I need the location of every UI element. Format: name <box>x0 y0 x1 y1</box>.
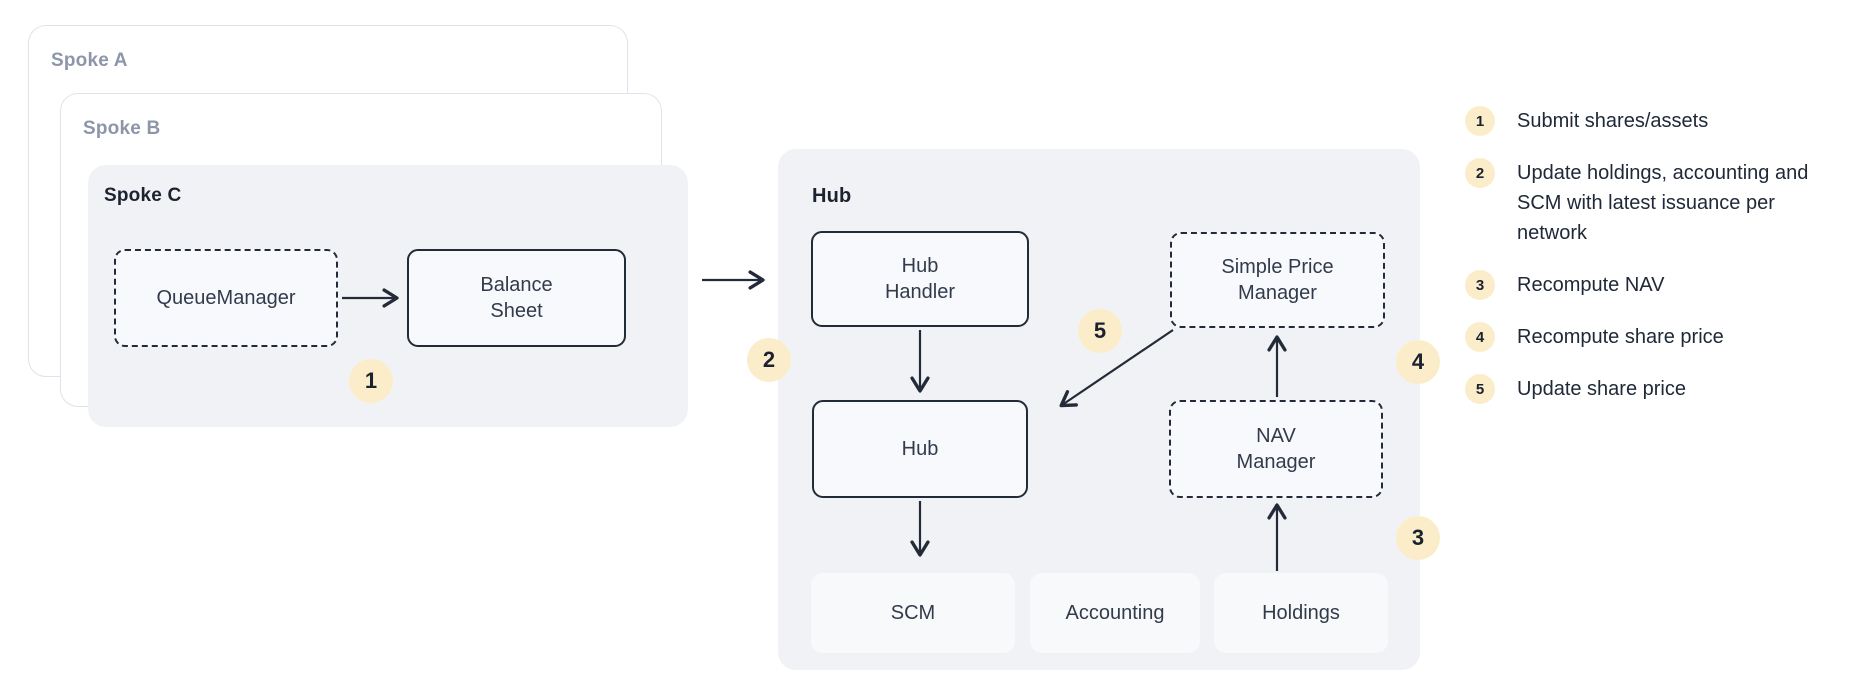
legend-badge-5: 5 <box>1465 374 1495 404</box>
legend-text-2: Update holdings, accounting and SCM with… <box>1517 162 1809 244</box>
legend-text-5: Update share price <box>1517 378 1686 400</box>
step-badge-3: 3 <box>1396 516 1440 560</box>
legend-badge-4: 4 <box>1465 322 1495 352</box>
legend-item-4: 4 Recompute share price <box>1465 322 1845 352</box>
spoke-b-label: Spoke B <box>83 118 161 139</box>
hub-node: Hub <box>812 400 1028 498</box>
legend-item-5: 5 Update share price <box>1465 374 1845 404</box>
legend-badge-3: 3 <box>1465 270 1495 300</box>
nav-manager-node: NAV Manager <box>1169 400 1383 498</box>
hub-handler-label: Hub Handler <box>884 255 956 303</box>
legend-text-1: Submit shares/assets <box>1517 110 1709 132</box>
legend: 1 Submit shares/assets 2 Update holdings… <box>1465 106 1845 404</box>
step-badge-1: 1 <box>349 359 393 403</box>
accounting-label: Accounting <box>1065 602 1165 624</box>
holdings-node: Holdings <box>1214 573 1388 653</box>
spoke-c-label: Spoke C <box>104 185 182 206</box>
balance-sheet-label: Balance Sheet <box>480 274 553 322</box>
legend-text-4: Recompute share price <box>1517 326 1724 348</box>
legend-item-1: 1 Submit shares/assets <box>1465 106 1845 136</box>
step-badge-2: 2 <box>747 338 791 382</box>
legend-item-3: 3 Recompute NAV <box>1465 270 1845 300</box>
hub-panel-label: Hub <box>812 185 852 207</box>
hub-node-label: Hub <box>901 438 939 460</box>
queue-manager-label: QueueManager <box>156 287 296 309</box>
step-badge-4: 4 <box>1396 340 1440 384</box>
simple-price-manager-label: Simple Price Manager <box>1221 256 1334 304</box>
simple-price-manager-node: Simple Price Manager <box>1170 232 1385 328</box>
spoke-a-label: Spoke A <box>51 50 128 71</box>
legend-item-2: 2 Update holdings, accounting and SCM wi… <box>1465 158 1845 248</box>
scm-label: SCM <box>890 602 936 624</box>
hub-handler-node: Hub Handler <box>811 231 1029 327</box>
legend-text-3: Recompute NAV <box>1517 274 1665 296</box>
queue-manager-node: QueueManager <box>114 249 338 347</box>
balance-sheet-node: Balance Sheet <box>407 249 626 347</box>
legend-badge-1: 1 <box>1465 106 1495 136</box>
legend-badge-2: 2 <box>1465 158 1495 188</box>
accounting-node: Accounting <box>1030 573 1200 653</box>
step-badge-5: 5 <box>1078 309 1122 353</box>
scm-node: SCM <box>811 573 1015 653</box>
nav-manager-label: NAV Manager <box>1236 425 1316 473</box>
holdings-label: Holdings <box>1262 602 1340 624</box>
